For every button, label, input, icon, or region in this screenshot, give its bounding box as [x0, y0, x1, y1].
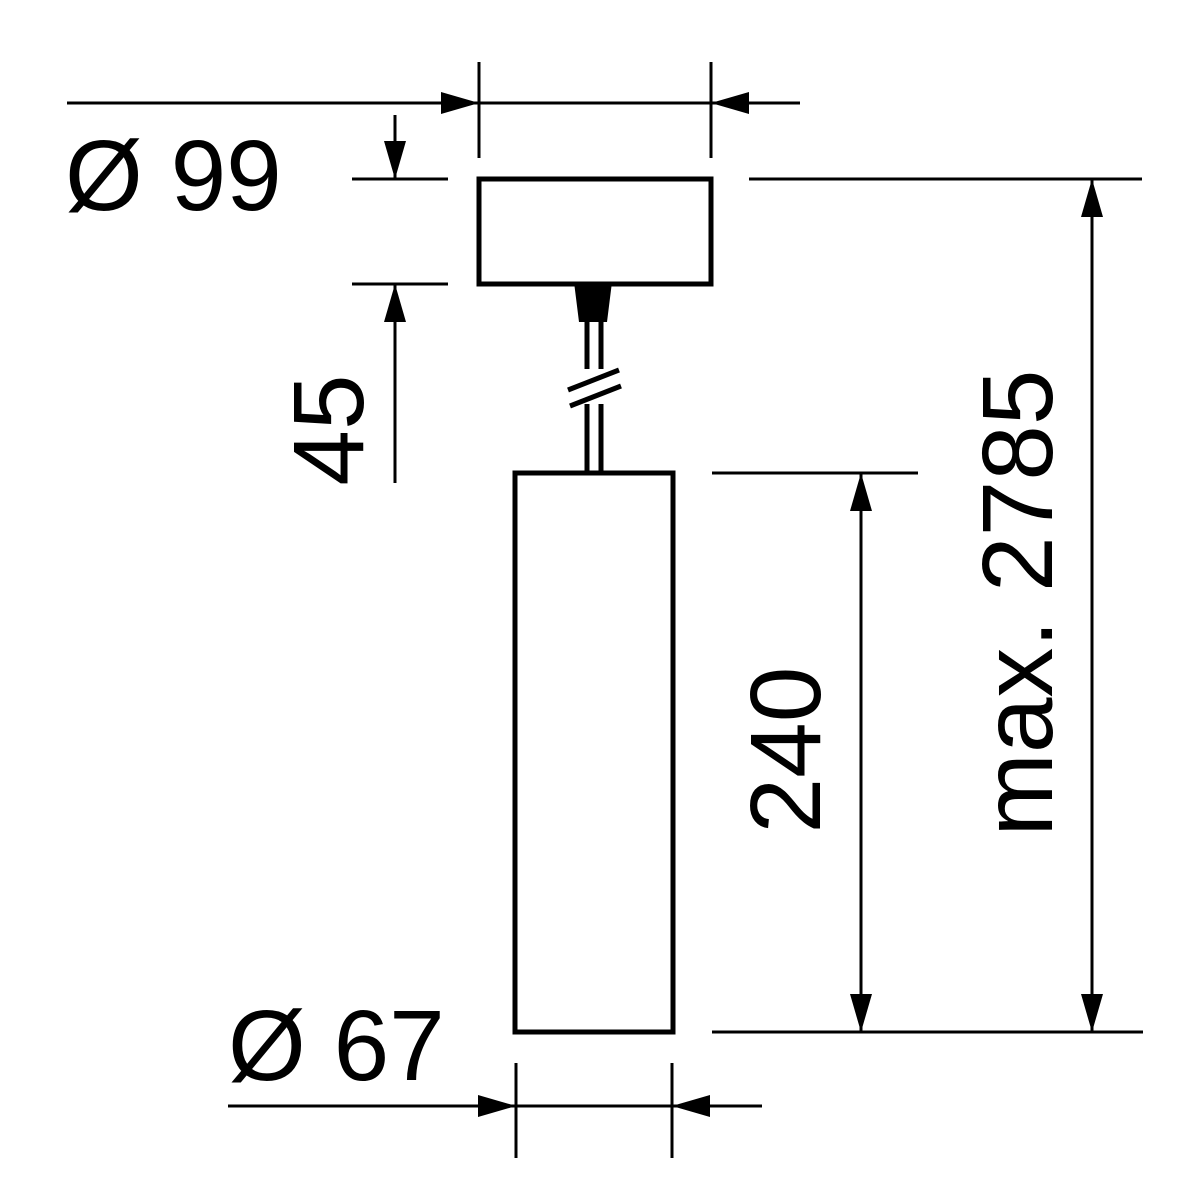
arrowhead-left	[672, 1095, 710, 1117]
arrowhead-down	[384, 141, 406, 179]
dim-label-body-length: 240	[730, 667, 842, 834]
arrowhead-right	[441, 92, 479, 114]
luminaire	[476, 176, 714, 1035]
dim-body-diameter: Ø 67	[228, 990, 762, 1158]
arrowhead-right	[478, 1095, 516, 1117]
arrowhead-up	[1081, 179, 1103, 217]
canopy-outline	[476, 176, 714, 287]
dim-label-canopy-height: 45	[273, 374, 385, 485]
luminaire-body-outline	[512, 470, 676, 1035]
arrowhead-up	[384, 284, 406, 322]
dim-max-height: max. 2785	[712, 177, 1143, 1034]
cable-gland	[574, 282, 612, 322]
dim-label-max-height: max. 2785	[962, 370, 1074, 837]
dim-canopy-height: 45	[273, 115, 448, 486]
cable-break-mark-lower	[569, 383, 622, 409]
dim-body-length: 240	[712, 471, 918, 1032]
arrowhead-up	[850, 473, 872, 511]
arrowhead-left	[711, 92, 749, 114]
cable-break-mark-upper	[567, 367, 620, 393]
dim-canopy-diameter: Ø 99	[65, 62, 800, 232]
arrowhead-down	[850, 994, 872, 1032]
dim-label-canopy-diameter: Ø 99	[65, 120, 282, 232]
dim-label-body-diameter: Ø 67	[228, 990, 445, 1102]
arrowhead-down	[1081, 994, 1103, 1032]
